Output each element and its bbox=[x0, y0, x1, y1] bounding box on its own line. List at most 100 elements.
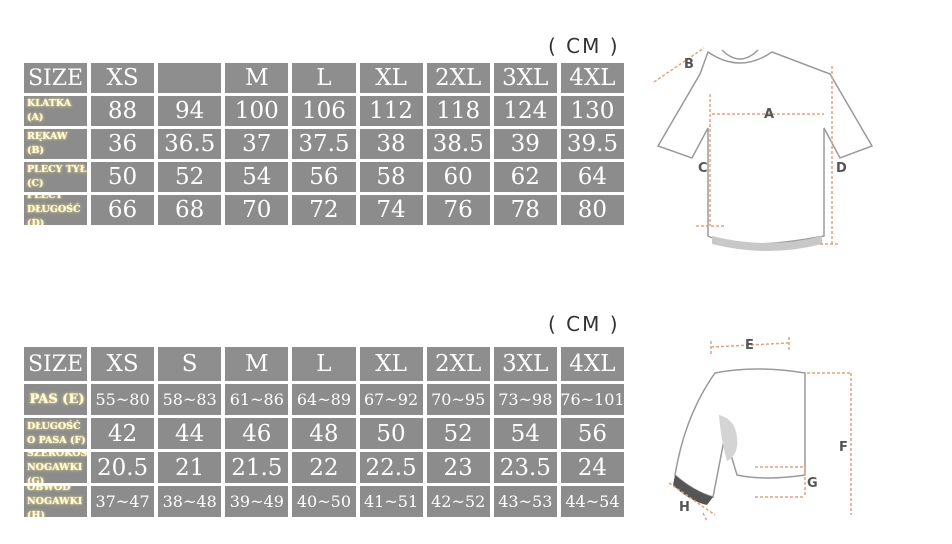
table-cell: 42 bbox=[91, 418, 155, 449]
table-cell: 66 bbox=[91, 195, 155, 225]
table-cell: 76~101 bbox=[560, 384, 624, 415]
header-4xl: 4XL bbox=[560, 347, 624, 381]
row-label-leg-width: SZEROKOŚĆ NOGAWKI (G) bbox=[24, 452, 87, 483]
table-cell: 60 bbox=[426, 162, 490, 192]
table-cell: 58~83 bbox=[158, 384, 222, 415]
row-label-leg-circumference: OBWÓD NOGAWKI (H) bbox=[24, 486, 87, 517]
table-cell: 130 bbox=[560, 96, 624, 126]
table-cell: 22.5 bbox=[359, 452, 423, 483]
header-3xl: 3XL bbox=[493, 347, 557, 381]
table-cell: 76 bbox=[426, 195, 490, 225]
table-cell: 106 bbox=[292, 96, 356, 126]
table-cell: 36 bbox=[91, 129, 155, 159]
table-cell: 37~47 bbox=[91, 486, 155, 517]
table-cell: 64~89 bbox=[292, 384, 356, 415]
table-cell: 46 bbox=[225, 418, 289, 449]
shorts-diagram: E F G H bbox=[668, 337, 852, 522]
table-cell: 38~48 bbox=[158, 486, 222, 517]
header-2xl: 2XL bbox=[426, 63, 490, 93]
table-cell: 44 bbox=[158, 418, 222, 449]
diagram-label-f: F bbox=[839, 440, 848, 455]
header-s bbox=[158, 63, 222, 93]
row-label-length: PLECY DŁUGOŚĆ (D) bbox=[24, 195, 87, 225]
table-cell: 37 bbox=[225, 129, 289, 159]
header-xs: XS bbox=[91, 63, 155, 93]
table-cell: 48 bbox=[292, 418, 356, 449]
jersey-size-table: SIZE XS M L XL 2XL 3XL 4XL KLATKA (A) 88… bbox=[24, 63, 624, 225]
table-cell: 36.5 bbox=[158, 129, 222, 159]
table-cell: 38 bbox=[359, 129, 423, 159]
table-cell: 58 bbox=[359, 162, 423, 192]
table-cell: 54 bbox=[225, 162, 289, 192]
diagram-label-b: B bbox=[684, 57, 694, 72]
table-cell: 88 bbox=[91, 96, 155, 126]
header-4xl: 4XL bbox=[560, 63, 624, 93]
header-xs: XS bbox=[91, 347, 155, 381]
header-m: M bbox=[225, 63, 289, 93]
table-cell: 62 bbox=[493, 162, 557, 192]
table-cell: 56 bbox=[560, 418, 624, 449]
table-cell: 74 bbox=[359, 195, 423, 225]
table-cell: 112 bbox=[359, 96, 423, 126]
table-cell: 23.5 bbox=[493, 452, 557, 483]
table-cell: 50 bbox=[359, 418, 423, 449]
shorts-unit-label: ( CM ) bbox=[548, 312, 620, 336]
table-cell: 64 bbox=[560, 162, 624, 192]
diagram-label-e: E bbox=[745, 338, 754, 353]
table-cell: 43~53 bbox=[493, 486, 557, 517]
header-xl: XL bbox=[359, 63, 423, 93]
header-size: SIZE bbox=[24, 63, 87, 93]
table-cell: 24 bbox=[560, 452, 624, 483]
header-m: M bbox=[225, 347, 289, 381]
table-cell: 42~52 bbox=[426, 486, 490, 517]
row-label-back: PLECY TYŁ (C) bbox=[24, 162, 87, 192]
table-cell: 70~95 bbox=[426, 384, 490, 415]
row-label-sleeve: RĘKAW (B) bbox=[24, 129, 87, 159]
table-cell: 73~98 bbox=[493, 384, 557, 415]
header-size: SIZE bbox=[24, 347, 87, 381]
table-cell: 23 bbox=[426, 452, 490, 483]
table-cell: 94 bbox=[158, 96, 222, 126]
table-cell: 39 bbox=[493, 129, 557, 159]
table-cell: 56 bbox=[292, 162, 356, 192]
diagram-label-a: A bbox=[764, 107, 774, 122]
header-3xl: 3XL bbox=[493, 63, 557, 93]
table-cell: 52 bbox=[426, 418, 490, 449]
table-cell: 72 bbox=[292, 195, 356, 225]
table-cell: 40~50 bbox=[292, 486, 356, 517]
table-cell: 70 bbox=[225, 195, 289, 225]
header-2xl: 2XL bbox=[426, 347, 490, 381]
table-cell: 124 bbox=[493, 96, 557, 126]
diagram-label-d: D bbox=[836, 161, 847, 176]
table-cell: 50 bbox=[91, 162, 155, 192]
table-cell: 21 bbox=[158, 452, 222, 483]
table-cell: 67~92 bbox=[359, 384, 423, 415]
header-xl: XL bbox=[359, 347, 423, 381]
table-cell: 44~54 bbox=[560, 486, 624, 517]
table-cell: 55~80 bbox=[91, 384, 155, 415]
row-label-chest: KLATKA (A) bbox=[24, 96, 87, 126]
diagram-label-g: G bbox=[807, 476, 818, 491]
table-cell: 39.5 bbox=[560, 129, 624, 159]
table-cell: 68 bbox=[158, 195, 222, 225]
table-cell: 80 bbox=[560, 195, 624, 225]
jersey-unit-label: ( CM ) bbox=[548, 34, 620, 58]
table-cell: 38.5 bbox=[426, 129, 490, 159]
table-cell: 41~51 bbox=[359, 486, 423, 517]
table-cell: 54 bbox=[493, 418, 557, 449]
table-cell: 61~86 bbox=[225, 384, 289, 415]
shorts-size-table: SIZE XS S M L XL 2XL 3XL 4XL PAS (E) 55~… bbox=[24, 347, 624, 517]
table-cell: 39~49 bbox=[225, 486, 289, 517]
row-label-length-from-waist: DŁUGOŚĆ O PASA (F) bbox=[24, 418, 87, 449]
table-cell: 78 bbox=[493, 195, 557, 225]
header-l: L bbox=[292, 347, 356, 381]
diagram-label-c: C bbox=[698, 161, 708, 176]
header-s: S bbox=[158, 347, 222, 381]
table-cell: 21.5 bbox=[225, 452, 289, 483]
jersey-diagram: B A C D bbox=[653, 47, 874, 251]
table-cell: 100 bbox=[225, 96, 289, 126]
table-cell: 37.5 bbox=[292, 129, 356, 159]
diagram-label-h: H bbox=[679, 500, 690, 515]
table-cell: 52 bbox=[158, 162, 222, 192]
table-cell: 20.5 bbox=[91, 452, 155, 483]
